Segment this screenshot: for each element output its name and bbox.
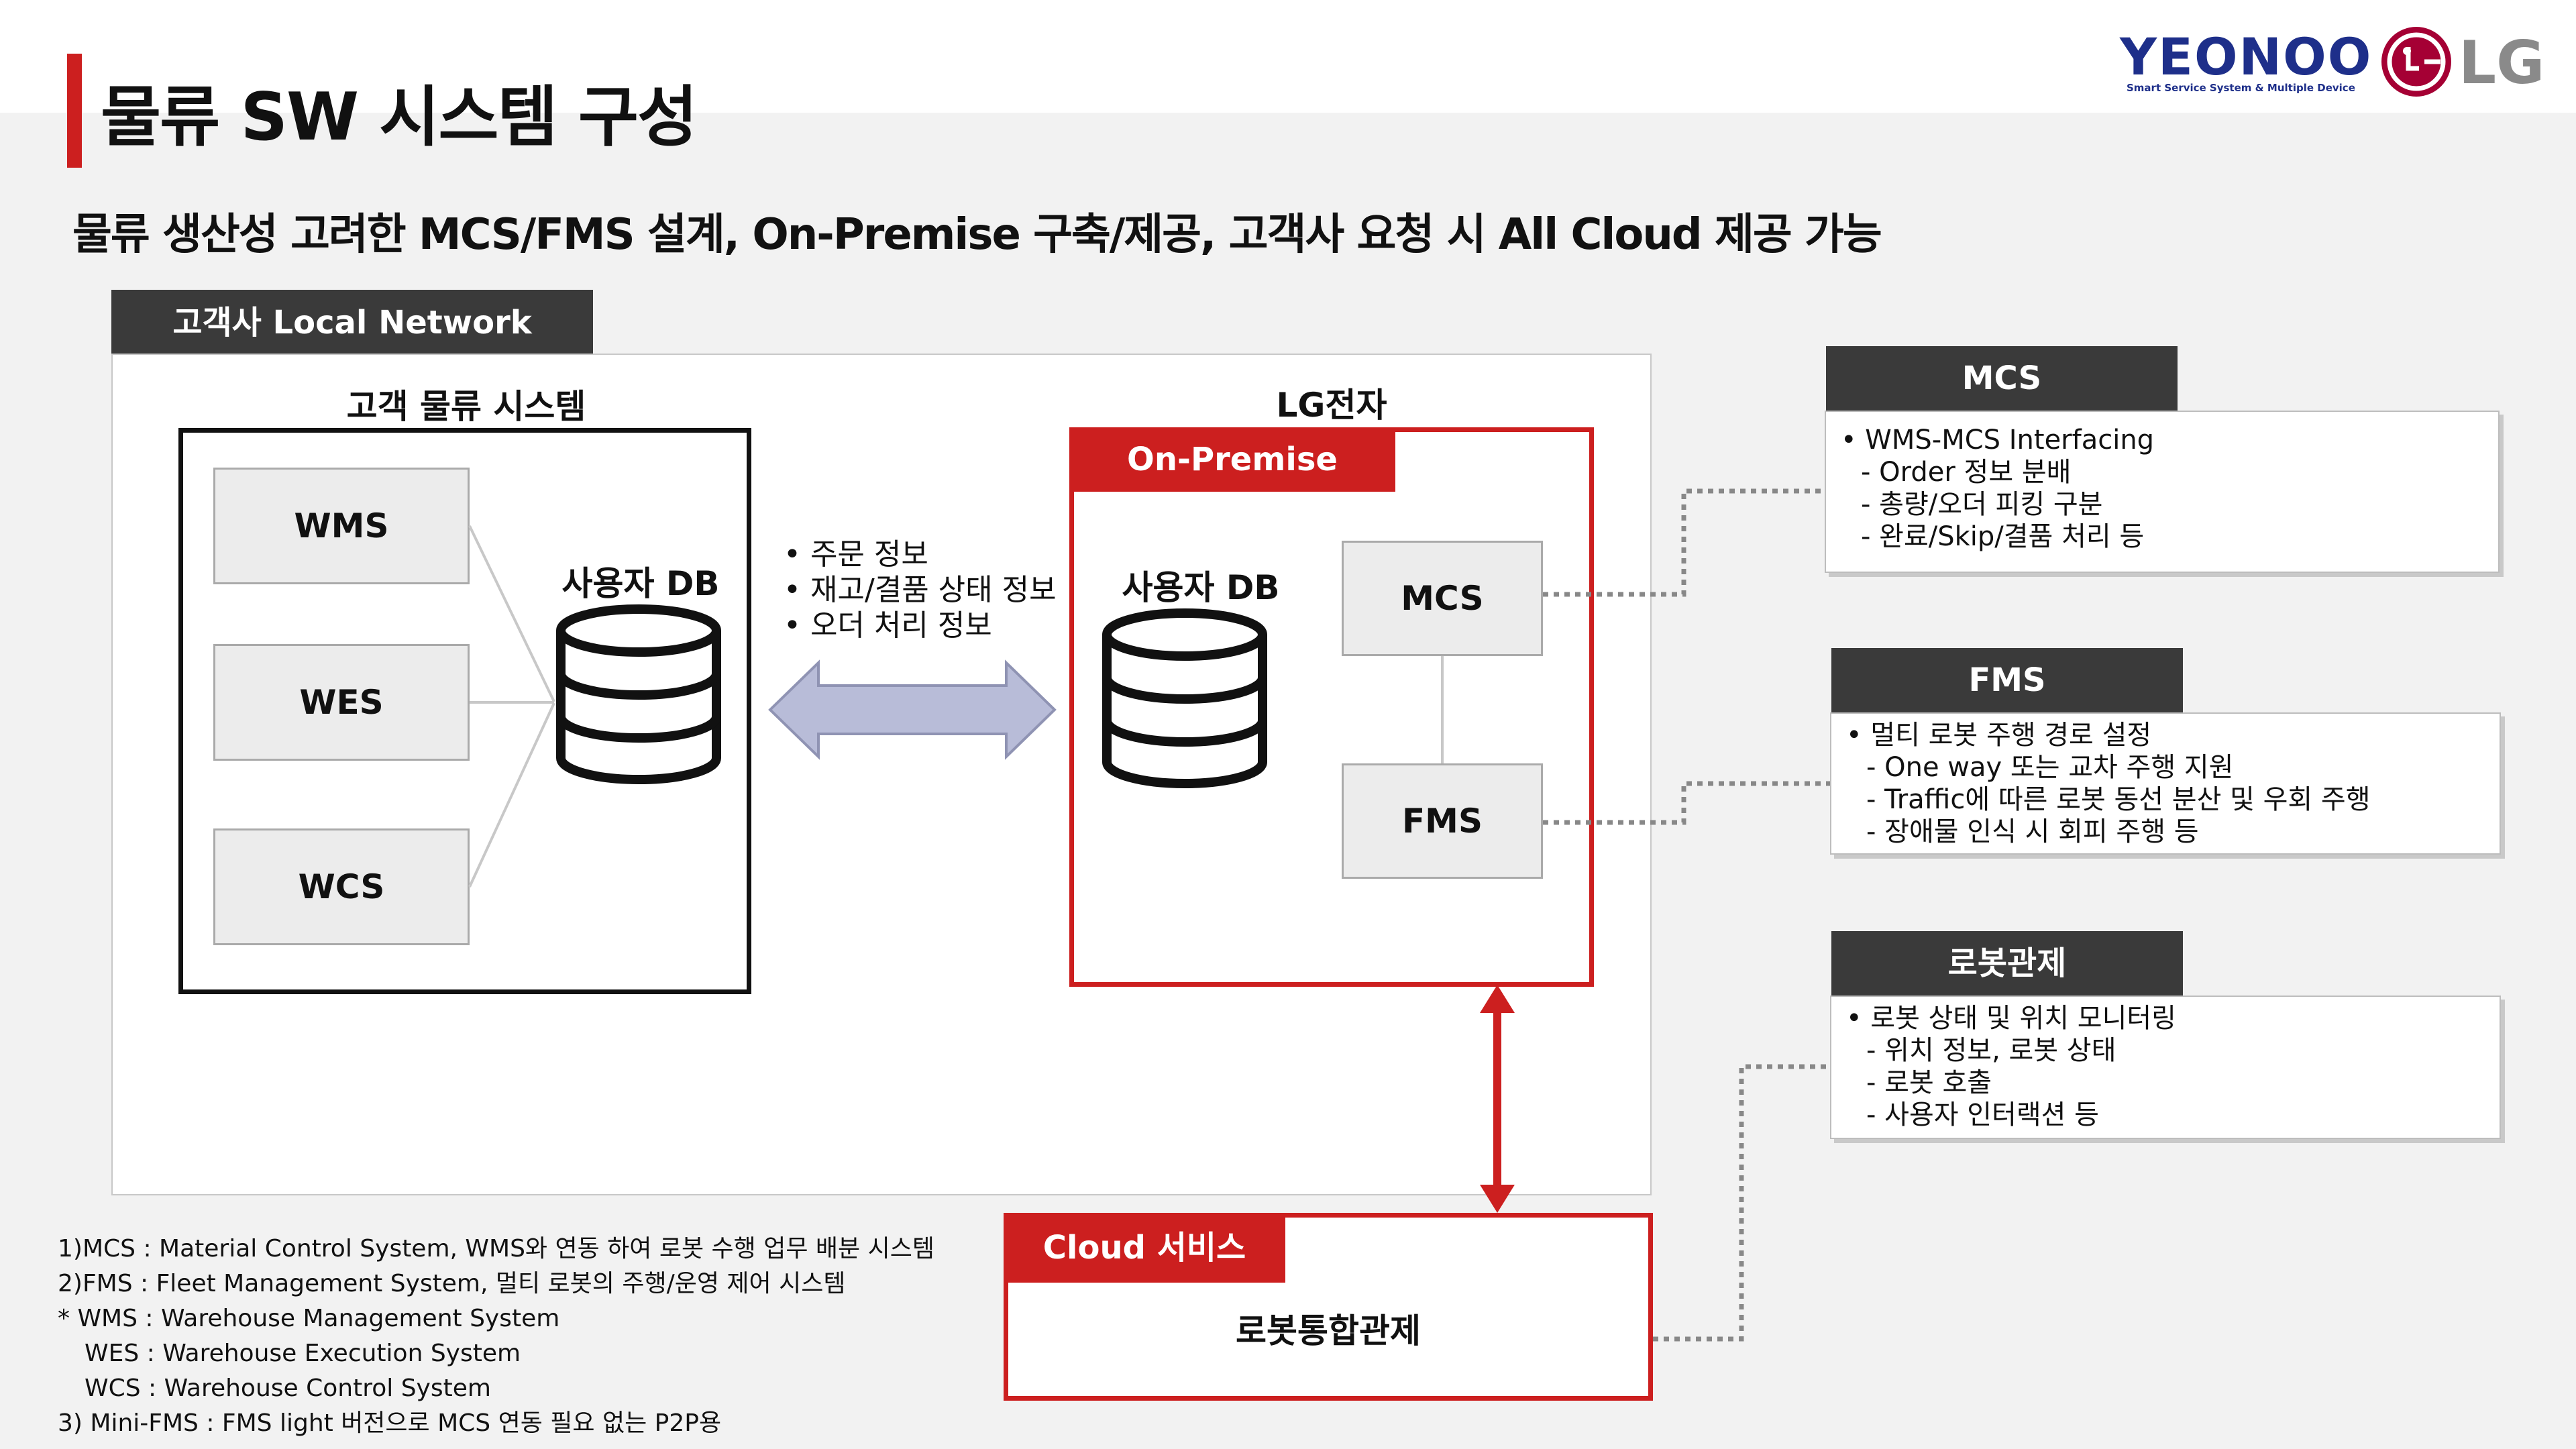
exchange-item: • 오더 처리 정보 [784, 608, 992, 643]
panel-line: - 로봇 호출 [1866, 1067, 1992, 1098]
customer-database-icon [556, 604, 721, 784]
panel-line: - One way 또는 교차 주행 지원 [1866, 752, 2234, 783]
cloud-service-tag: Cloud 서비스 [1004, 1213, 1285, 1283]
robot-control-panel-title: 로봇관제 [1831, 931, 2183, 996]
page-subtitle: 물류 생산성 고려한 MCS/FMS 설계, On-Premise 구축/제공,… [72, 210, 1882, 260]
customer-system-title: 고객 물류 시스템 [346, 387, 586, 426]
footnote: WES : Warehouse Execution System [85, 1340, 521, 1367]
mcs-box: MCS [1342, 541, 1543, 656]
fms-panel: • 멀티 로봇 주행 경로 설정 - One way 또는 교차 주행 지원 -… [1830, 712, 2501, 855]
customer-db-label: 사용자 DB [561, 564, 720, 603]
on-premise-tag: On-Premise [1069, 427, 1395, 492]
lg-database-icon [1102, 608, 1267, 788]
footnote: 1)MCS : Material Control System, WMS와 연동… [58, 1235, 934, 1263]
robot-control-panel: • 로봇 상태 및 위치 모니터링 - 위치 정보, 로봇 상태 - 로봇 호출… [1830, 996, 2501, 1139]
panel-line: - 위치 정보, 로봇 상태 [1866, 1035, 2116, 1066]
page-title: 물류 SW 시스템 구성 [101, 79, 698, 156]
yeonoo-tagline: Smart Service System & Multiple Device [2127, 82, 2355, 94]
panel-line: - 총량/오더 피킹 구분 [1861, 489, 2103, 520]
footnote: WCS : Warehouse Control System [85, 1375, 491, 1402]
panel-line: - Traffic에 따른 로봇 동선 분산 및 우회 주행 [1866, 784, 2371, 815]
local-network-tag: 고객사 Local Network [111, 290, 593, 356]
robot-integrated-control-label: 로봇통합관제 [1236, 1311, 1421, 1350]
panel-line: - 완료/Skip/결품 처리 등 [1861, 521, 2145, 552]
footnote: 3) Mini-FMS : FMS light 버전으로 MCS 연동 필요 없… [58, 1409, 722, 1437]
exchange-item: • 재고/결품 상태 정보 [784, 573, 1057, 607]
lg-logo-icon [2381, 27, 2451, 97]
footnote: 2)FMS : Fleet Management System, 멀티 로봇의 … [58, 1270, 846, 1297]
exchange-info-list: • 주문 정보 • 재고/결품 상태 정보 • 오더 처리 정보 [784, 537, 1057, 643]
system-to-db-lines [468, 525, 555, 888]
dotted-connectors [1543, 488, 1830, 1342]
panel-line: • 멀티 로봇 주행 경로 설정 [1846, 720, 2152, 751]
wms-box: WMS [213, 468, 470, 584]
fms-panel-title: FMS [1831, 648, 2183, 712]
lg-db-label: 사용자 DB [1122, 568, 1280, 607]
lg-title: LG전자 [1276, 386, 1387, 425]
panel-line: - 사용자 인터랙션 등 [1866, 1099, 2099, 1130]
panel-line: - 장애물 인식 시 회피 주행 등 [1866, 816, 2199, 847]
footnotes: 1)MCS : Material Control System, WMS와 연동… [58, 1232, 934, 1441]
lg-wordmark: LG [2459, 28, 2545, 97]
onprem-cloud-arrow [1480, 985, 1515, 1213]
fms-box: FMS [1342, 763, 1543, 879]
panel-line: • WMS-MCS Interfacing [1841, 425, 2155, 455]
mcs-panel: • WMS-MCS Interfacing - Order 정보 분배 - 총량… [1825, 411, 2500, 573]
panel-line: - Order 정보 분배 [1861, 457, 2072, 488]
data-exchange-arrow [768, 659, 1057, 760]
footnote: * WMS : Warehouse Management System [58, 1305, 560, 1332]
wes-box: WES [213, 644, 470, 761]
mcs-panel-title: MCS [1826, 346, 2178, 411]
brand-logos: YEONOO Smart Service System & Multiple D… [2120, 27, 2544, 101]
exchange-item: • 주문 정보 [784, 537, 928, 572]
yeonoo-logo: YEONOO [2120, 27, 2373, 87]
wcs-box: WCS [213, 828, 470, 945]
panel-line: • 로봇 상태 및 위치 모니터링 [1846, 1003, 2176, 1034]
title-accent-bar [67, 54, 82, 168]
header-band [0, 0, 2576, 113]
